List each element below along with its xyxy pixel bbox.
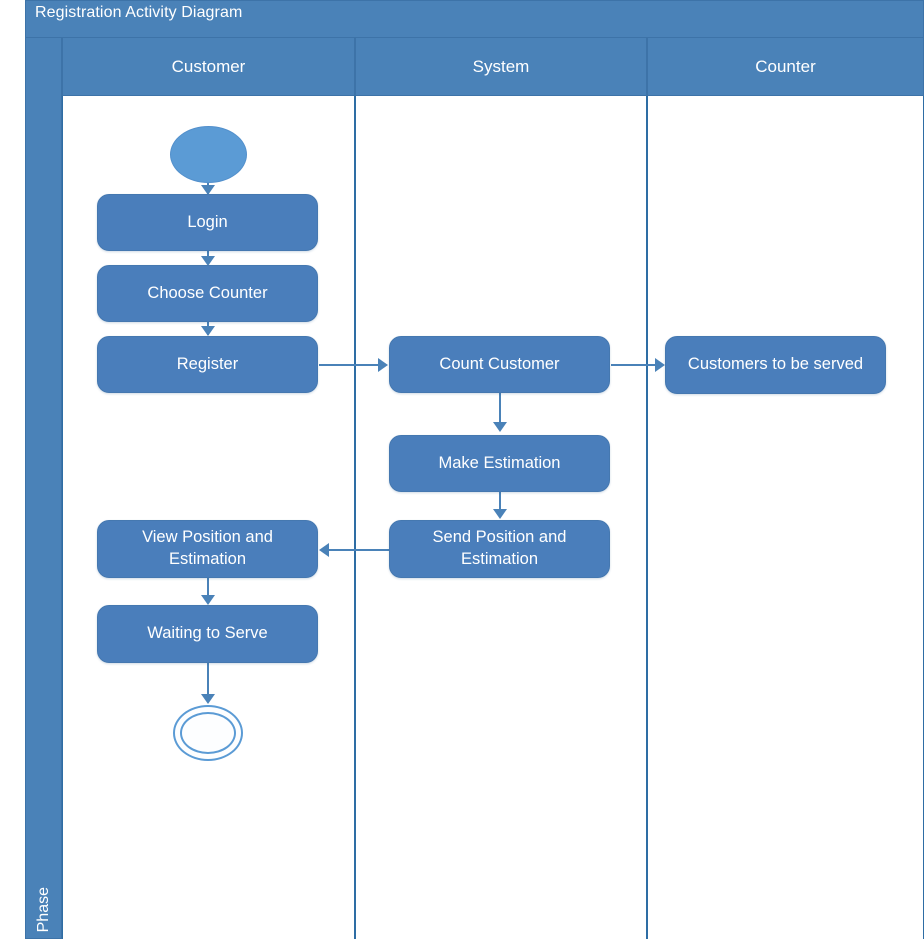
node-make-estimation-label: Make Estimation xyxy=(438,453,561,472)
node-count-customer[interactable]: Count Customer xyxy=(389,336,610,393)
lane-body-counter xyxy=(647,96,924,939)
node-waiting-to-serve[interactable]: Waiting to Serve xyxy=(97,605,318,663)
node-count-customer-label: Count Customer xyxy=(439,354,560,373)
node-end[interactable] xyxy=(173,705,243,761)
node-make-estimation[interactable]: Make Estimation xyxy=(389,435,610,492)
node-waiting-to-serve-label: Waiting to Serve xyxy=(147,624,268,643)
phase-column: Phase xyxy=(25,38,62,939)
edge-register-to-count-customer-arrow xyxy=(378,358,388,372)
phase-label: Phase xyxy=(34,886,52,932)
edge-register-to-count-customer-line xyxy=(319,364,383,366)
node-login[interactable]: Login xyxy=(97,194,318,251)
lane-header-counter[interactable]: Counter xyxy=(647,38,924,96)
lane-header-system[interactable]: System xyxy=(355,38,647,96)
edge-waiting-to-end-line xyxy=(207,663,209,699)
lane-header-customer[interactable]: Customer xyxy=(62,38,355,96)
edge-waiting-to-end-arrow xyxy=(201,694,215,704)
diagram-title-band: Registration Activity Diagram xyxy=(25,0,924,38)
edge-choose-counter-to-register-arrow xyxy=(201,326,215,336)
edge-count-customer-to-make-estimation-line xyxy=(499,393,501,427)
diagram-title: Registration Activity Diagram xyxy=(35,4,243,21)
node-start[interactable] xyxy=(170,126,247,183)
node-choose-counter[interactable]: Choose Counter xyxy=(97,265,318,322)
edge-view-position-to-waiting-line xyxy=(207,578,209,598)
node-login-label: Login xyxy=(187,212,228,231)
swimlane-frame: Registration Activity Diagram Phase Cust… xyxy=(25,0,924,939)
lane-header-customer-label: Customer xyxy=(171,56,246,76)
node-register[interactable]: Register xyxy=(97,336,318,393)
edge-count-customer-to-customers-served-arrow xyxy=(655,358,665,372)
edge-count-customer-to-customers-served-line xyxy=(611,364,661,366)
edge-make-estimation-to-send-position-line xyxy=(499,492,501,514)
node-view-position[interactable]: View Position and Estimation xyxy=(97,520,318,578)
edge-start-to-login-arrow xyxy=(201,185,215,195)
edge-send-position-to-view-position-arrow xyxy=(319,543,329,557)
edge-send-position-to-view-position-line xyxy=(329,549,391,551)
node-customers-to-be-served[interactable]: Customers to be served xyxy=(665,336,886,394)
lane-header-system-label: System xyxy=(472,56,530,76)
node-register-label: Register xyxy=(176,354,239,373)
edge-count-customer-to-make-estimation-arrow xyxy=(493,422,507,432)
node-send-position-label: Send Position and Estimation xyxy=(432,528,567,568)
lane-header-counter-label: Counter xyxy=(755,56,816,76)
edge-view-position-to-waiting-arrow xyxy=(201,595,215,605)
node-customers-to-be-served-label: Customers to be served xyxy=(687,355,864,374)
node-view-position-label: View Position and Estimation xyxy=(142,528,273,568)
node-end-inner-ring xyxy=(180,712,236,754)
node-send-position[interactable]: Send Position and Estimation xyxy=(389,520,610,578)
node-choose-counter-label: Choose Counter xyxy=(147,283,268,302)
edge-login-to-choose-counter-arrow xyxy=(201,256,215,266)
edge-make-estimation-to-send-position-arrow xyxy=(493,509,507,519)
